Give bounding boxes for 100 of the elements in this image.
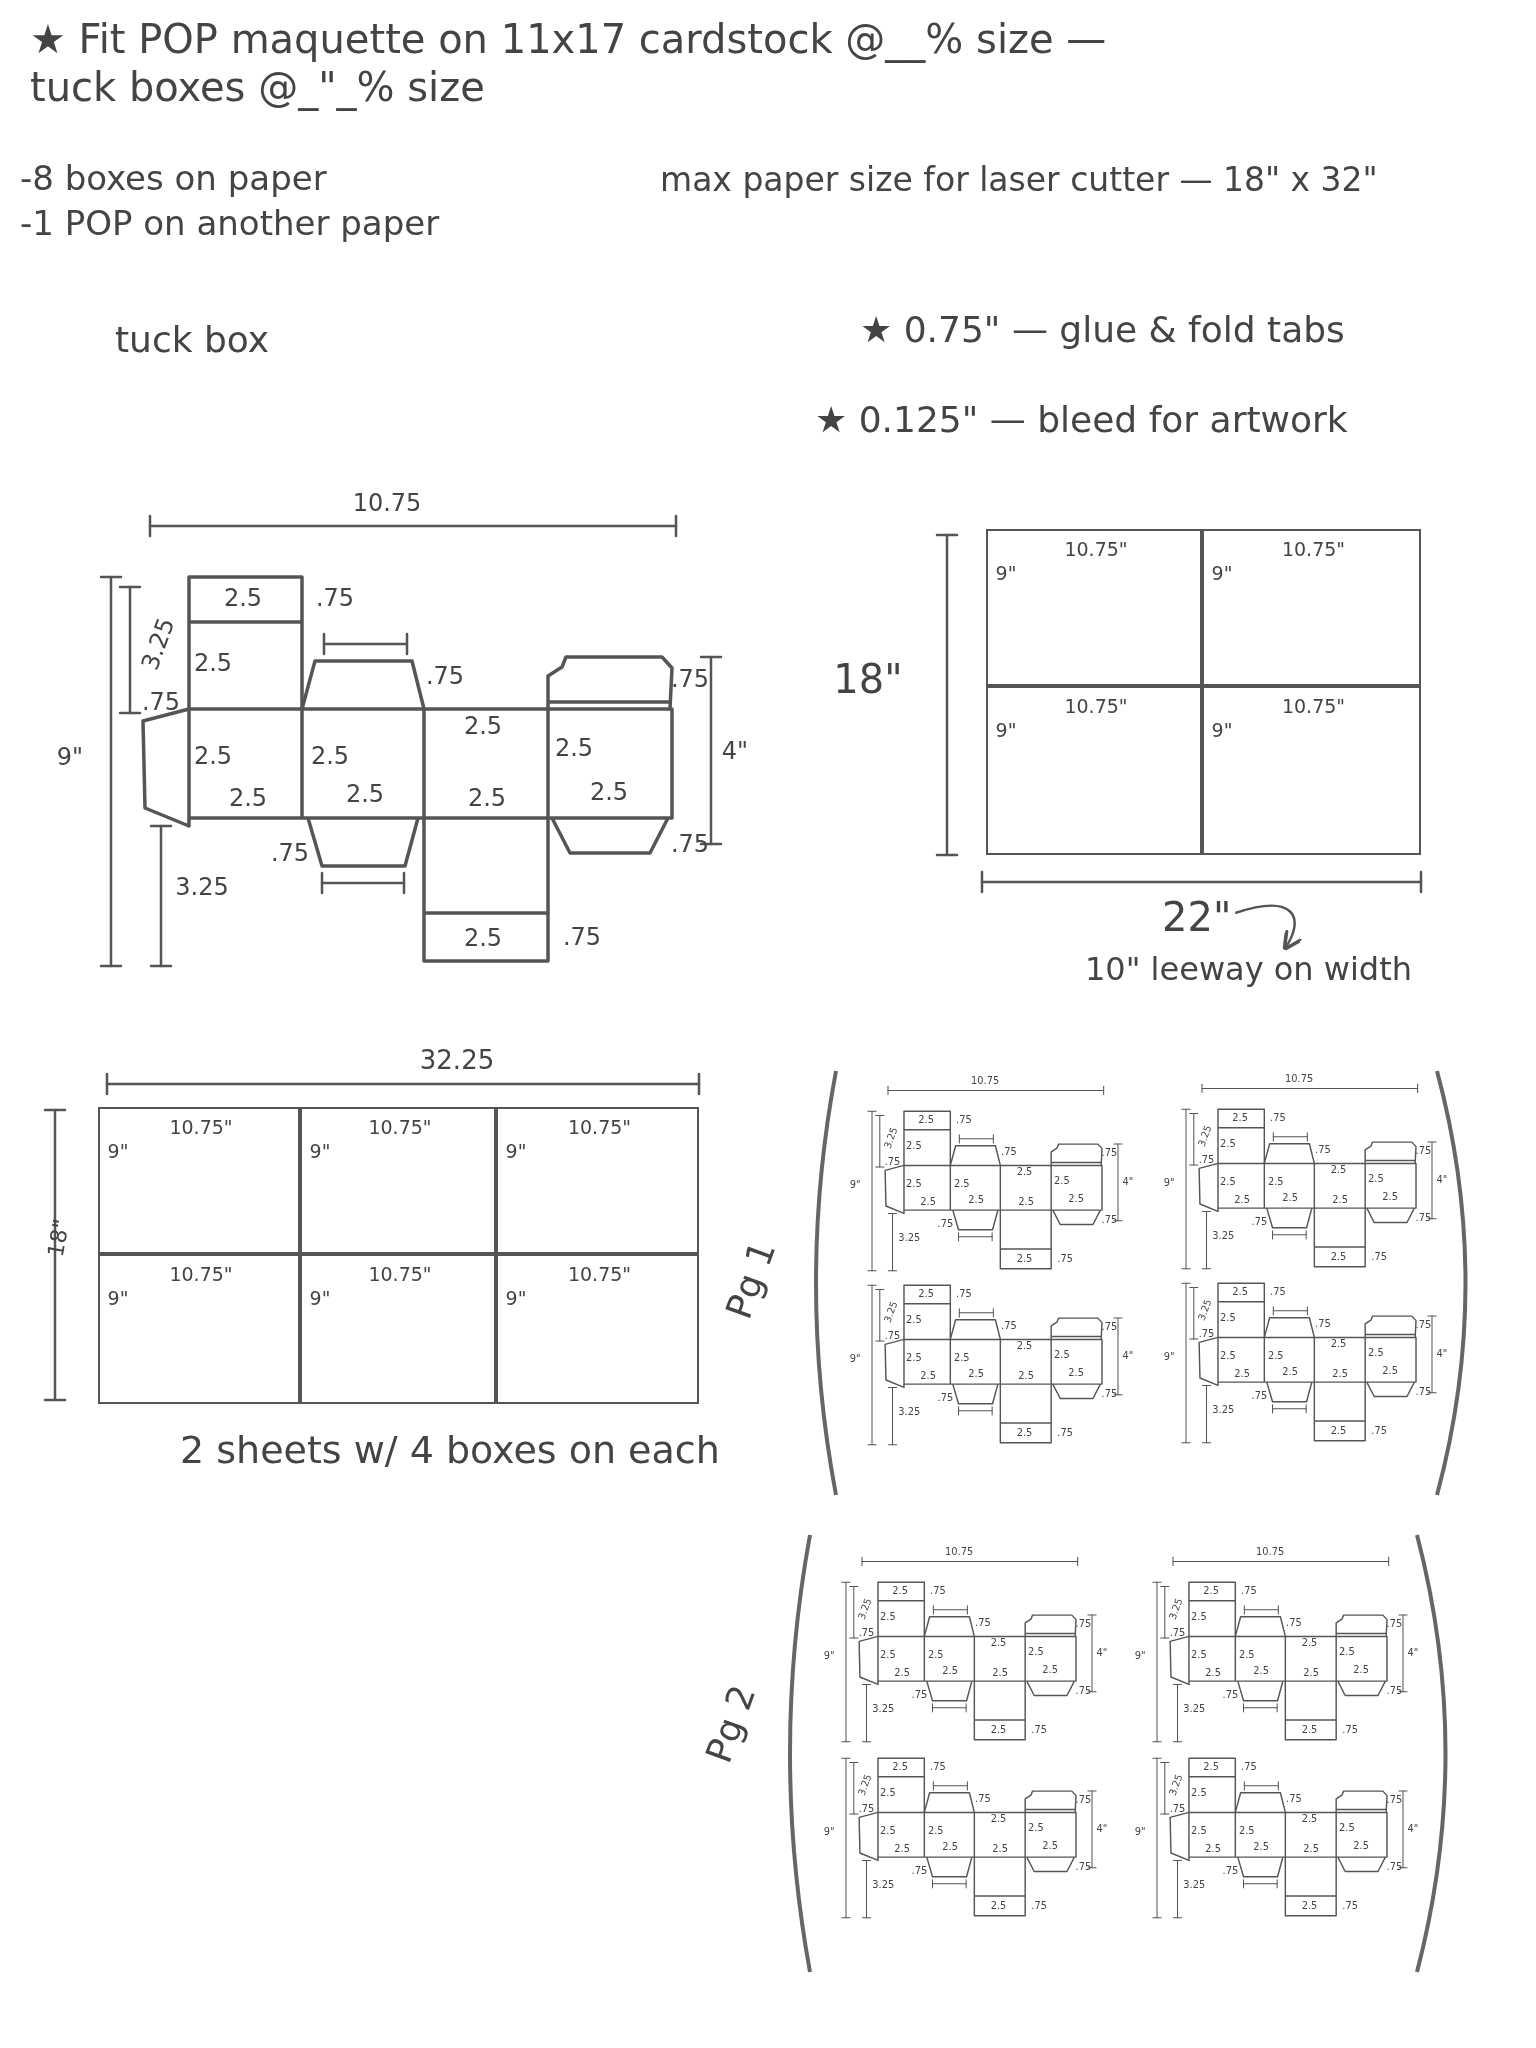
dimension-label: 2.5 — [990, 1725, 1007, 1735]
dimension-label: 2.5 — [554, 736, 594, 760]
dimension-label: 2.5 — [1234, 1368, 1250, 1379]
dimension-label: .75 — [141, 690, 181, 714]
dimension-label: .75 — [1198, 1329, 1215, 1340]
dimension-label: 4" — [1122, 1177, 1134, 1188]
dimension-label: 3.25 — [175, 875, 229, 899]
dimension-label: .75 — [884, 1331, 901, 1342]
dimension-label: .75 — [956, 1114, 972, 1125]
dimension-label: 3.25 — [898, 1407, 921, 1417]
dimension-label: 10.75" — [1064, 539, 1128, 559]
dimension-label: .75 — [1075, 1686, 1092, 1697]
dimension-label: 2.5 — [928, 1826, 944, 1837]
dimension-label: .75 — [1169, 1628, 1186, 1639]
dimension-label: 9" — [107, 1141, 129, 1161]
dimension-label: 2.5 — [1205, 1667, 1221, 1678]
sheet-panel — [986, 686, 1202, 855]
dimension-label: 4" — [1436, 1349, 1448, 1360]
dimension-label: 2.5 — [928, 1650, 944, 1661]
dimension-label: 2.5 — [1303, 1667, 1319, 1678]
dimension-label: 9" — [56, 745, 84, 769]
dimension-label: 2.5 — [918, 1114, 934, 1125]
dimension-label: .75 — [1386, 1794, 1403, 1805]
dimension-label: 3.25 — [1167, 1773, 1185, 1798]
dimension-label: 2.5 — [1368, 1174, 1384, 1184]
dimension-label: 2.5 — [954, 1179, 970, 1190]
dimension-label: 2.5 — [1232, 1286, 1248, 1297]
dimension-label: 2.5 — [880, 1826, 896, 1837]
dimension-label: 2.5 — [228, 786, 268, 810]
dimension-label: .75 — [1169, 1804, 1186, 1815]
dimension-label: .75 — [670, 832, 710, 856]
dimension-label: 3.25 — [898, 1233, 921, 1243]
sheet-panel — [1202, 529, 1421, 686]
dimension-label: .75 — [1075, 1794, 1092, 1805]
dimension-label: 2.5 — [1220, 1351, 1236, 1362]
dimension-label: 9" — [995, 563, 1017, 583]
dimension-label: 2.5 — [1191, 1788, 1207, 1799]
dimension-label: 4" — [1122, 1351, 1134, 1362]
dimension-label: .75 — [937, 1219, 954, 1229]
dimension-label: .75 — [562, 925, 602, 949]
dimension-label: .75 — [884, 1157, 901, 1168]
dimension-label: .75 — [425, 664, 465, 688]
dimension-label: .75 — [1315, 1144, 1331, 1155]
dimension-label: 2.5 — [1028, 1823, 1044, 1833]
dimension-label: 2.5 — [1068, 1368, 1084, 1378]
dimension-label: .75 — [1371, 1251, 1387, 1262]
dimension-label: 2.5 — [1068, 1194, 1084, 1204]
dimension-label: 9" — [1163, 1351, 1175, 1362]
dimension-label: 2.5 — [894, 1843, 910, 1854]
dimension-label: 2.5 — [1382, 1192, 1398, 1202]
dimension-label: .75 — [975, 1617, 991, 1628]
dimension-label: 3.25 — [1212, 1405, 1235, 1415]
dimension-label: .75 — [1315, 1318, 1331, 1329]
dimension-label: 4" — [1096, 1824, 1108, 1835]
sheet-panel — [98, 1107, 300, 1254]
dimension-label: 2.5 — [1253, 1841, 1269, 1852]
dimension-label: 2.5 — [193, 651, 233, 675]
dimension-label: 2.5 — [1016, 1341, 1033, 1351]
dimension-label: 3.25 — [1196, 1298, 1214, 1323]
dimension-label: .75 — [1415, 1387, 1432, 1398]
dimension-label: 2.5 — [1301, 1901, 1318, 1911]
dimension-label: 2.5 — [1239, 1650, 1255, 1661]
dimension-label: 2.5 — [1330, 1339, 1347, 1349]
handwritten-note: ★ 0.75" — glue & fold tabs — [860, 308, 1346, 352]
dimension-label: .75 — [1415, 1319, 1432, 1330]
dimension-label: .75 — [1241, 1761, 1257, 1772]
dimension-label: 10.75 — [352, 491, 422, 515]
dimension-label: 2.5 — [1016, 1254, 1033, 1264]
dimension-label: 2.5 — [906, 1315, 922, 1326]
dimension-label: 10.75" — [567, 1264, 632, 1284]
dimension-label: 2.5 — [1301, 1638, 1318, 1648]
dimension-label: 9" — [1163, 1177, 1175, 1188]
dimension-label: 2.5 — [467, 786, 507, 810]
dimension-label: 2.5 — [1353, 1841, 1369, 1851]
dimension-label: 2.5 — [1054, 1350, 1070, 1360]
dimension-label: 2.5 — [1028, 1647, 1044, 1657]
dimension-label: 4" — [1407, 1648, 1419, 1659]
dimension-label: 2.5 — [906, 1179, 922, 1190]
dimension-label: 2.5 — [918, 1288, 934, 1299]
dimension-label: .75 — [1101, 1215, 1118, 1226]
dimension-label: .75 — [975, 1793, 991, 1804]
dimension-label: 10.75 — [971, 1075, 1000, 1086]
sheet-panel — [1202, 686, 1421, 855]
dimension-label: 9" — [995, 720, 1017, 740]
dimension-label: 10.75" — [368, 1264, 432, 1284]
dimension-label: 9" — [505, 1288, 527, 1308]
dimension-label: .75 — [1101, 1321, 1118, 1332]
dimension-label: 2.5 — [1191, 1650, 1207, 1661]
dimension-label: .75 — [1286, 1793, 1302, 1804]
dimension-label: 9" — [107, 1288, 129, 1308]
dimension-label: .75 — [315, 586, 355, 610]
dimension-label: 2.5 — [1220, 1313, 1236, 1324]
dimension-label: 2.5 — [1239, 1826, 1255, 1837]
dimension-label: 2.5 — [1368, 1348, 1384, 1358]
dimension-label: .75 — [1001, 1320, 1017, 1331]
dimension-label: .75 — [1222, 1690, 1239, 1700]
dimension-label: .75 — [1057, 1253, 1073, 1264]
dimension-label: 9" — [1134, 1650, 1146, 1661]
dimension-label: 9" — [1134, 1826, 1146, 1837]
dimension-label: 2.5 — [906, 1353, 922, 1364]
